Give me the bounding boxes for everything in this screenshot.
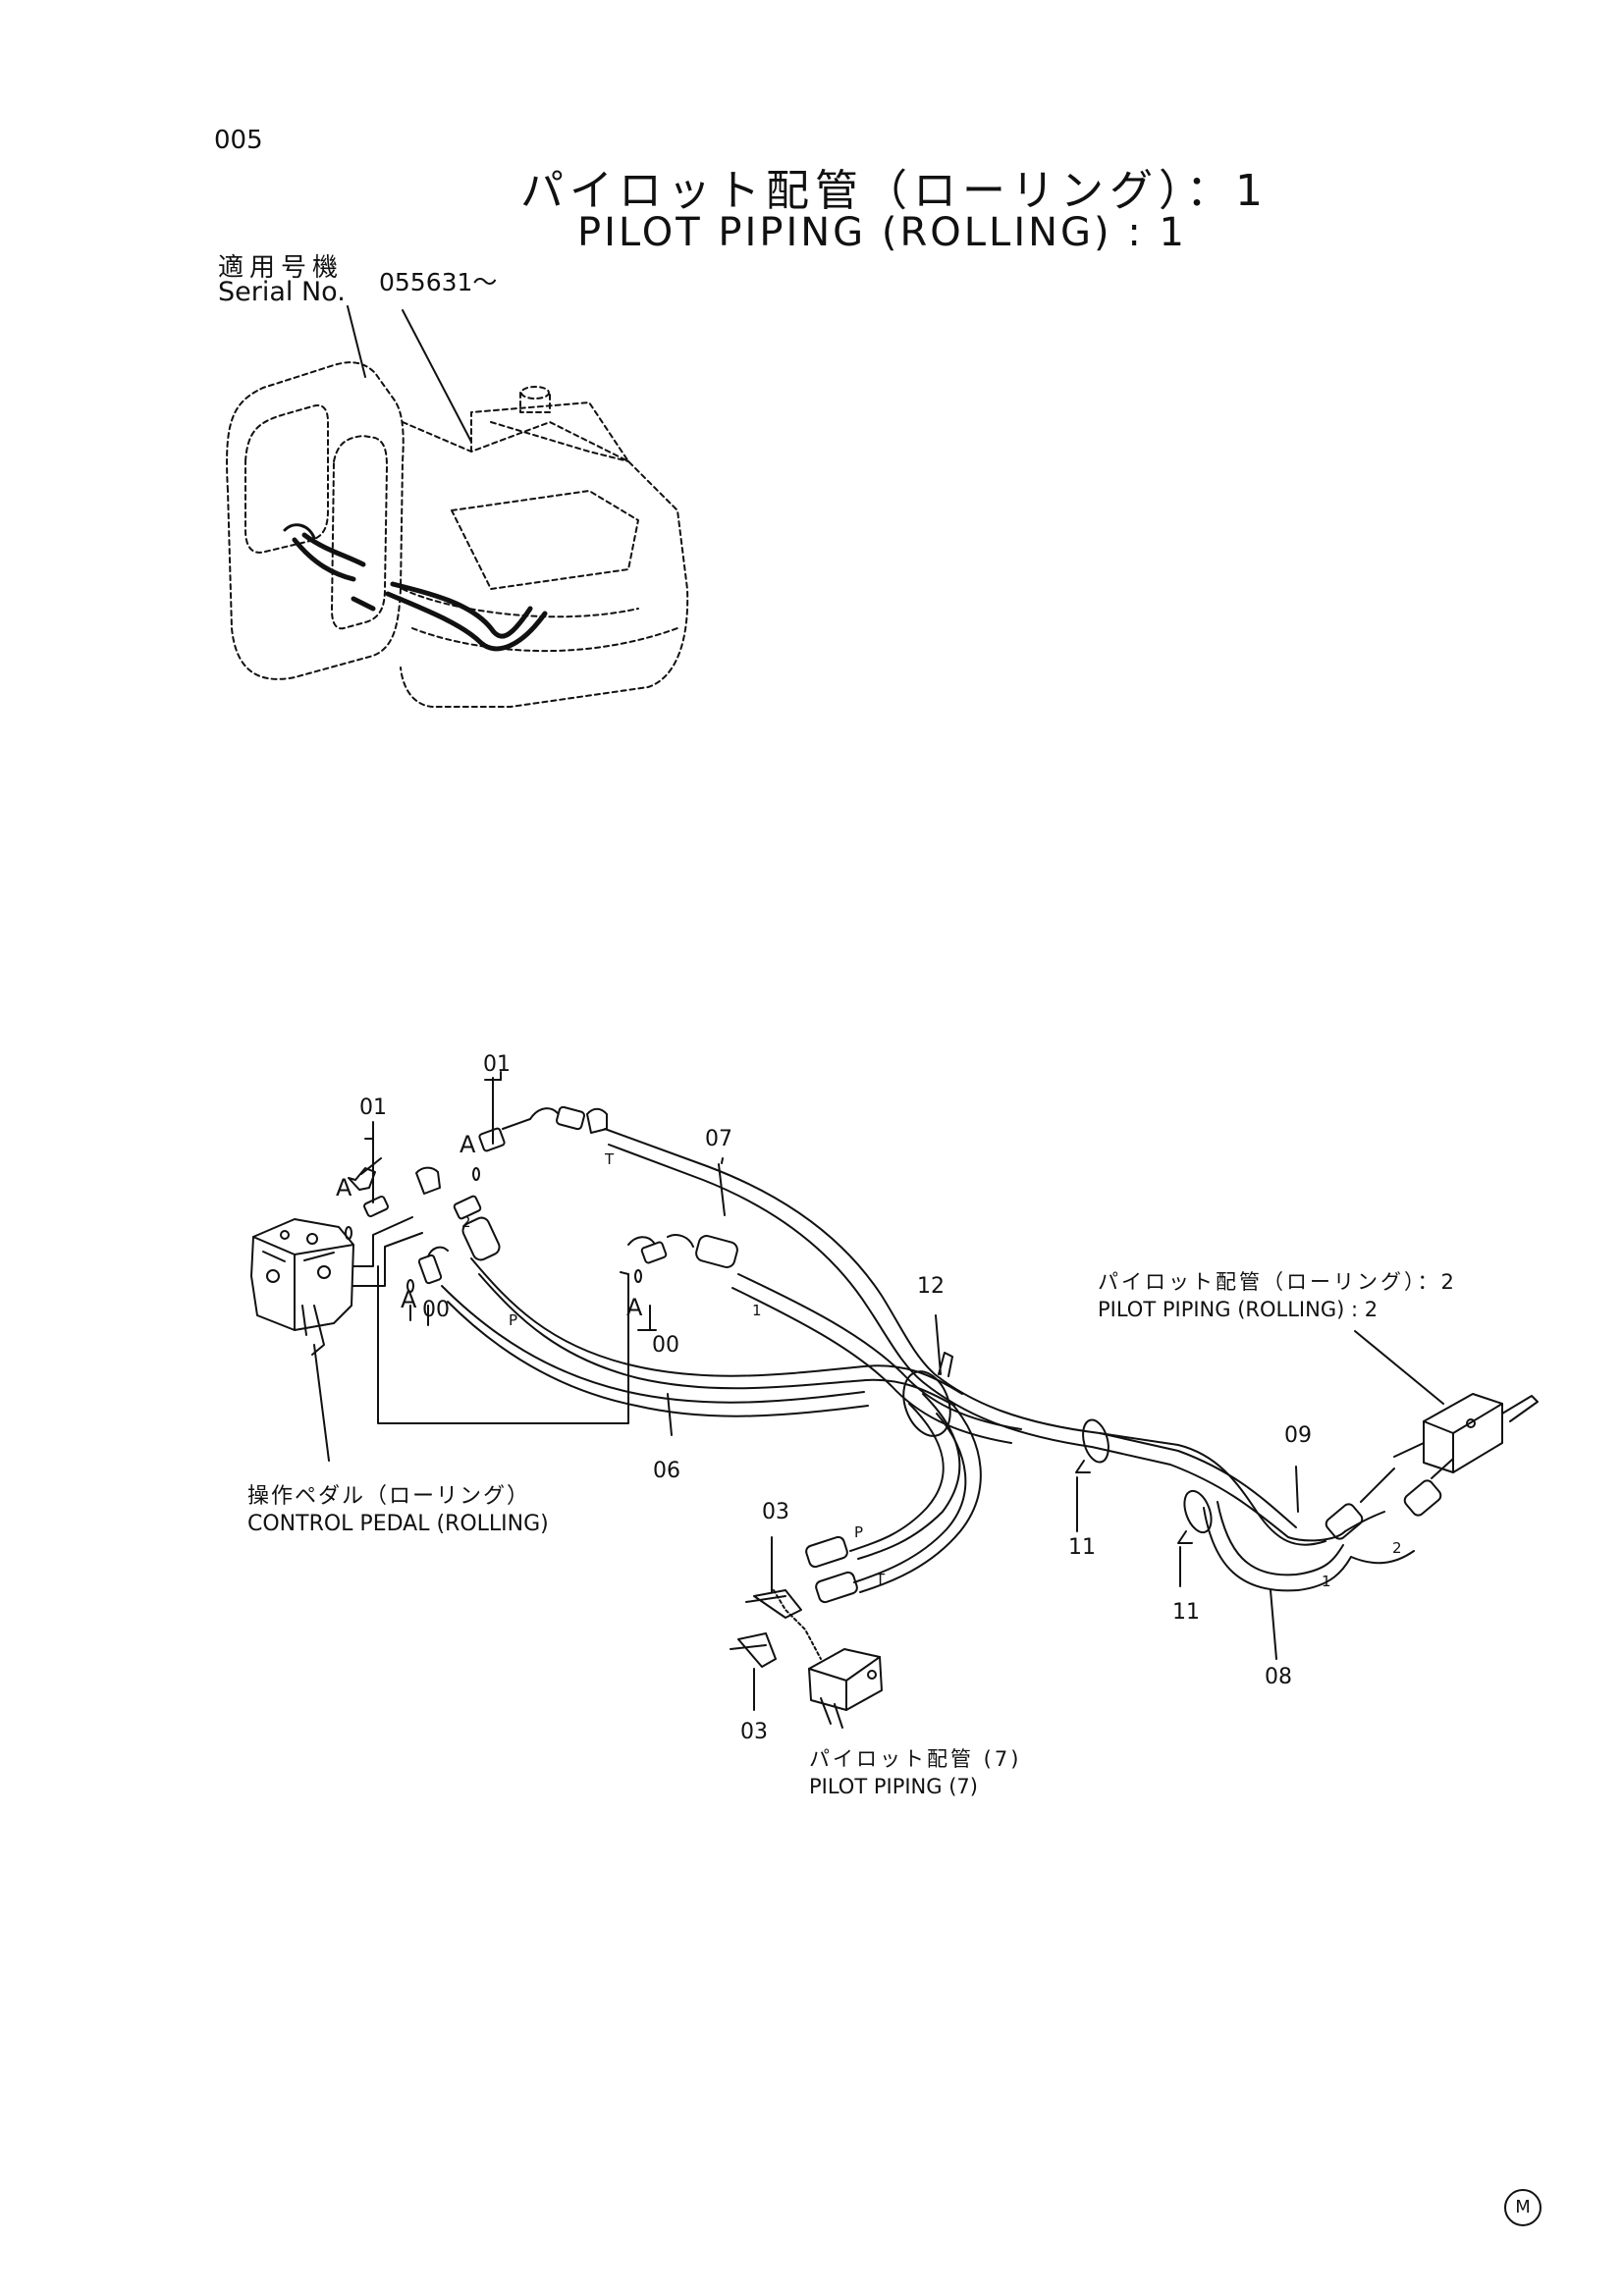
pilot-2-leader (1354, 1330, 1444, 1405)
callout-07: 07 (705, 1127, 732, 1151)
callout-11-b: 11 (1172, 1600, 1200, 1625)
callout-09: 09 (1284, 1423, 1312, 1448)
serial-label-english: Serial No. (218, 277, 346, 307)
pilot-piping-7-block (808, 1648, 883, 1729)
port-mark-1-a: 1 (752, 1302, 762, 1319)
ref-pilot-piping-2-jp: パイロット配管（ローリング）：2 (1098, 1270, 1457, 1294)
clamp-12 (902, 1352, 953, 1437)
excavator-cab-overview (226, 361, 689, 708)
callout-12: 12 (917, 1274, 945, 1299)
serial-label-japanese: 適用号機 (218, 253, 345, 283)
port-mark-a4: A (626, 1294, 643, 1321)
page-title-english: PILOT PIPING (ROLLING) : 1 (577, 210, 1188, 255)
clamp-11-a (1075, 1418, 1109, 1473)
callout-00-mid: 00 (652, 1333, 679, 1358)
callout-11-a: 11 (1068, 1535, 1096, 1560)
fittings-00-01-left (348, 1157, 501, 1285)
port-mark-1-b: 1 (1322, 1573, 1331, 1590)
port-mark-a2: A (460, 1131, 476, 1158)
fittings-00-01-mid (478, 1105, 738, 1268)
serial-number-range: 055631～ (379, 268, 498, 296)
callout-01-top: 01 (483, 1052, 511, 1077)
hose-bundle (441, 1128, 1415, 1593)
callout-01-left: 01 (359, 1095, 387, 1120)
page-title-japanese: パイロット配管（ローリング）：1 (520, 166, 1269, 216)
port-mark-t2: T (876, 1571, 886, 1588)
port-mark-p1: P (509, 1311, 518, 1329)
callout-00-left: 00 (422, 1298, 450, 1322)
corner-circled-mark: M (1504, 2189, 1542, 2226)
callout-03-bottom: 03 (740, 1720, 768, 1744)
fittings-03 (730, 1535, 858, 1668)
callout-03-top: 03 (762, 1500, 789, 1524)
fittings-right (1325, 1458, 1454, 1540)
port-mark-2-a: 2 (461, 1213, 471, 1231)
control-pedal-block (250, 1218, 354, 1356)
pilot-piping-2-block (1393, 1393, 1539, 1473)
callout-06: 06 (653, 1459, 680, 1483)
ref-control-pedal-jp: 操作ペダル（ローリング） (247, 1484, 531, 1509)
port-mark-p2: P (854, 1523, 864, 1541)
ref-pilot-piping-2-en: PILOT PIPING (ROLLING) : 2 (1098, 1298, 1379, 1321)
callout-08: 08 (1265, 1665, 1292, 1689)
ref-pilot-piping-7-jp: パイロット配管 (7) (809, 1747, 1022, 1771)
clamp-11-b (1177, 1489, 1213, 1544)
ref-pilot-piping-7-en: PILOT PIPING (7) (809, 1775, 978, 1798)
port-mark-a3: A (401, 1286, 417, 1313)
port-mark-a1: A (336, 1174, 352, 1201)
ref-control-pedal-en: CONTROL PEDAL (ROLLING) (247, 1512, 549, 1536)
port-mark-t1: T (605, 1150, 615, 1168)
port-mark-2-b: 2 (1392, 1539, 1402, 1557)
callout-leaders (667, 1157, 1299, 1711)
cab-hose-bundle (292, 532, 548, 652)
page-code: 005 (214, 126, 263, 155)
